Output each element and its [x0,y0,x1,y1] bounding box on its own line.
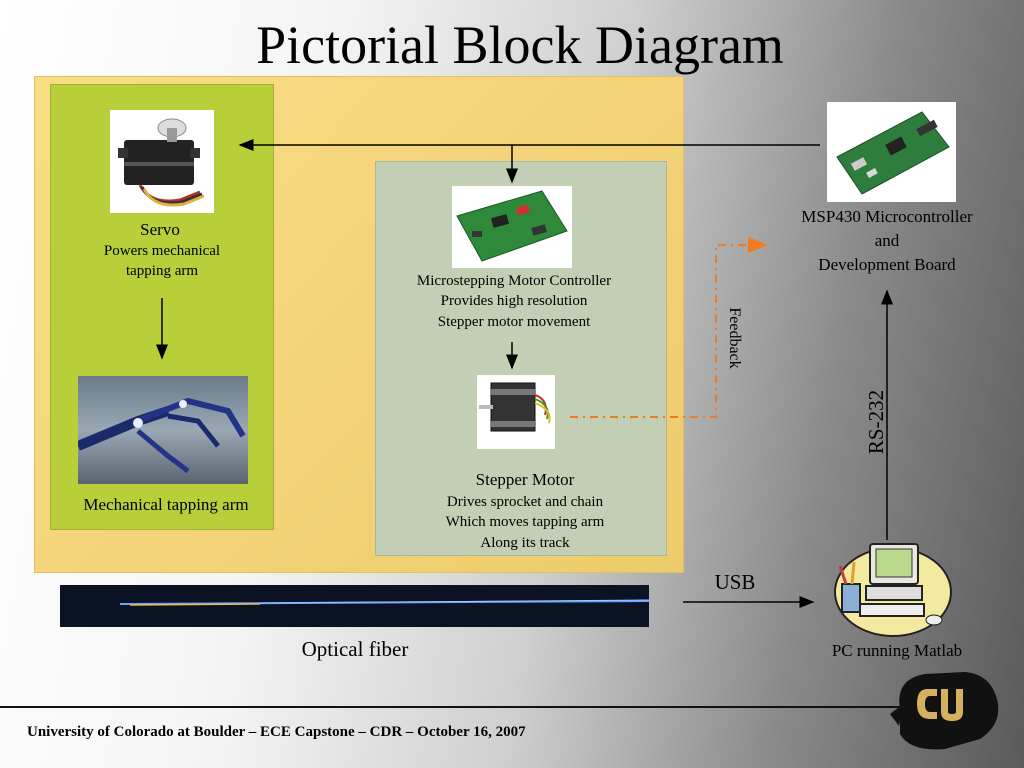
stepper-motor-image [477,375,555,449]
controller-board-image [452,186,572,268]
msp430-board-image [827,102,956,202]
stepper-line-1: Drives sprocket and chain [446,494,604,510]
msp-line-1: MSP430 Microcontroller [801,207,973,226]
msp-line-2: and [874,231,900,250]
servo-desc-2: tapping arm [125,263,199,279]
arm-label: Mechanical tapping arm [83,495,249,514]
slide-title: Pictorial Block Diagram [256,15,784,75]
servo-desc-1: Powers mechanical [103,243,221,259]
servo-image [110,110,214,213]
mechanical-arm-image [78,376,248,484]
cu-buffalo-logo [885,664,1005,754]
pc-image [830,536,956,640]
controller-line-1: Microstepping Motor Controller [416,273,612,289]
controller-line-2: Provides high resolution [440,293,588,309]
servo-name: Servo [140,220,180,239]
stepper-line-3: Along its track [480,535,570,551]
footer-divider [0,706,900,708]
feedback-arrow [570,237,768,418]
footer-text: University of Colorado at Boulder – ECE … [27,724,526,740]
usb-label: USB [714,570,756,594]
optical-fiber-label: Optical fiber [301,637,409,661]
msp-line-3: Development Board [818,255,956,274]
controller-line-3: Stepper motor movement [437,314,591,330]
stepper-name: Stepper Motor [475,470,575,489]
stepper-line-2: Which moves tapping arm [445,514,605,530]
optical-fiber-image [60,585,649,627]
pc-label: PC running Matlab [831,641,963,660]
